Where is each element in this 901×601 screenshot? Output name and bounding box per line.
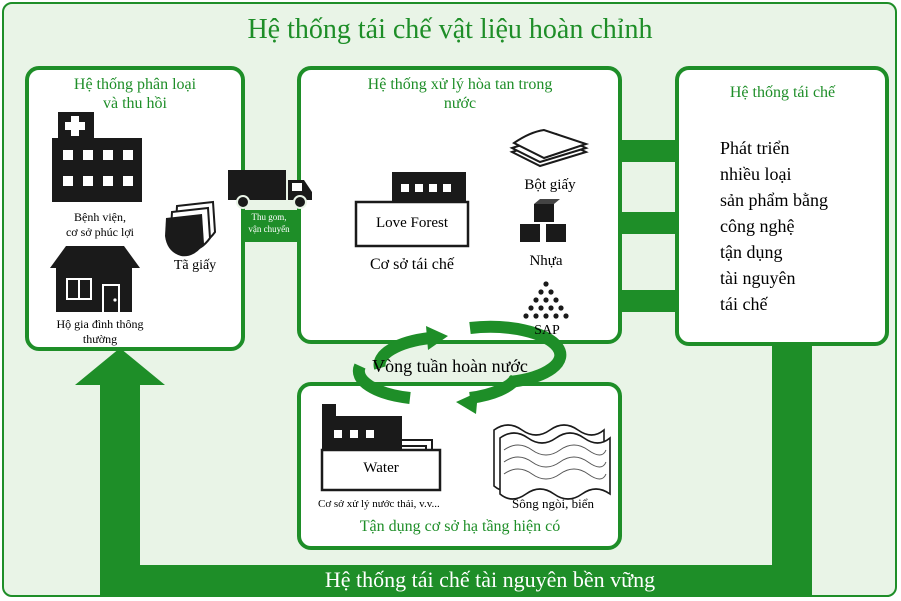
household-label-line1: Hộ gia đình thông <box>56 317 144 331</box>
recycle-line-3: sản phẩm bằng <box>720 190 828 210</box>
household-label-line2: thường <box>82 332 118 346</box>
pulp-label: Bột giấy <box>524 177 576 193</box>
plastic-icon <box>520 199 566 242</box>
main-title: Hệ thống tái chế vật liệu hoàn chỉnh <box>247 14 653 45</box>
collection-title-line2: và thu hồi <box>103 95 167 112</box>
collection-title-line1: Hệ thống phân loại <box>73 76 197 93</box>
plastic-label: Nhựa <box>529 253 563 269</box>
factory-icon <box>354 172 470 248</box>
water-cycle-arrowheads <box>426 326 478 414</box>
recycle-line-7: tái chế <box>720 294 768 314</box>
hospital-icon <box>52 112 142 202</box>
recycle-title: Hệ thống tái chế <box>729 84 836 101</box>
sap-icon <box>523 281 569 319</box>
transport-label-line2: vận chuyển <box>248 224 290 234</box>
recycle-line-4: công nghệ <box>720 216 795 236</box>
transport-label-line1: Thu gom, <box>251 212 287 222</box>
recycle-line-6: tài nguyên <box>720 268 796 288</box>
treatment-label: Cơ sở xử lý nước thải, v.v... <box>318 498 440 510</box>
pulp-icon <box>509 128 590 168</box>
recycle-box <box>675 66 889 346</box>
recycle-line-5: tận dụng <box>720 242 783 262</box>
facility-label: Cơ sở tái chế <box>369 256 454 273</box>
recycle-line-1: Phát triển <box>720 138 790 158</box>
diaper-label: Tã giấy <box>173 258 217 273</box>
river-sea-icon <box>493 424 611 500</box>
house-icon <box>50 246 140 312</box>
sap-label: SAP <box>534 323 560 338</box>
recycle-line-2: nhiều loại <box>720 164 792 184</box>
river-label: Sông ngòi, biển <box>512 496 594 511</box>
facility-name: Love Forest <box>375 215 449 231</box>
return-loop-arrow <box>75 340 812 595</box>
water-cycle-label: Vòng tuần hoàn nước <box>372 356 528 376</box>
processing-title-line1: Hệ thống xử lý hòa tan trong <box>367 76 553 93</box>
truck-icon <box>228 170 312 209</box>
infrastructure-label: Tận dụng cơ sở hạ tầng hiện có <box>359 518 561 535</box>
processing-title-line2: nước <box>443 95 477 112</box>
treatment-plant-icon <box>320 404 442 492</box>
bottom-loop-label: Hệ thống tái chế tài nguyên bền vững <box>324 567 656 592</box>
hospital-label-line1: Bệnh viện, <box>74 210 126 224</box>
hospital-label-line2: cơ sở phúc lợi <box>65 225 135 239</box>
diaper-icon <box>165 200 217 257</box>
water-label: Water <box>363 460 399 476</box>
